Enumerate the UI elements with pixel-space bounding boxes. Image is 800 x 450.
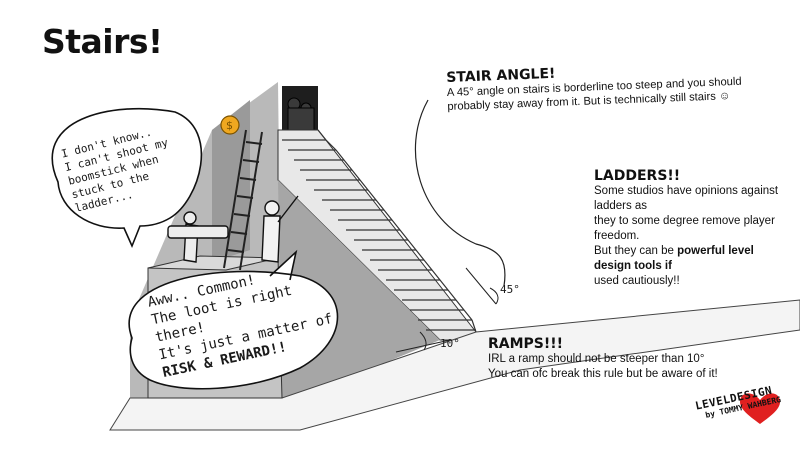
ladder	[223, 129, 263, 271]
wall-shading	[212, 100, 250, 262]
ramp-angle-label: 10°	[440, 337, 460, 350]
ladders-text-line3-bold: powerful level design tools if	[594, 245, 754, 272]
page-title: Stairs!	[42, 22, 163, 61]
stair-angle-label: 45°	[500, 283, 520, 296]
ladders-section: LADDERS!! Some studios have opinions aga…	[594, 168, 794, 289]
character-pointing	[261, 195, 299, 263]
ladders-text-line3-pre: But they can be	[594, 245, 678, 257]
ramps-section: RAMPS!!! IRL a ramp should not be steepe…	[488, 336, 748, 382]
arrow-stair-angle	[414, 99, 506, 287]
ramps-text-line2: You can ofc break this rule but be aware…	[488, 368, 718, 380]
coin-icon: $	[220, 115, 240, 135]
ramp-angle-arc	[395, 331, 451, 353]
ramp	[109, 299, 800, 431]
heart-icon	[740, 393, 780, 424]
ladders-text-line2: they to some degree remove player freedo…	[594, 215, 775, 242]
svg-text:$: $	[226, 119, 233, 132]
ladders-heading: LADDERS!!	[594, 168, 681, 184]
ladders-text-line1: Some studios have opinions against ladde…	[594, 185, 779, 212]
speech-bubble-loot	[128, 249, 339, 390]
ramps-heading: RAMPS!!!	[488, 336, 564, 352]
stair-angle-arc	[465, 267, 499, 305]
character-with-gun	[167, 211, 229, 263]
ramps-text-line1: IRL a ramp should not be steeper than 10…	[488, 353, 705, 365]
stair-steps	[282, 129, 477, 333]
ladders-text-line3: But they can be powerful level design to…	[594, 244, 794, 274]
ladders-text-line4: used cautiously!!	[594, 275, 680, 287]
speech-bubble-ladder	[51, 107, 203, 249]
monsters	[287, 97, 315, 131]
